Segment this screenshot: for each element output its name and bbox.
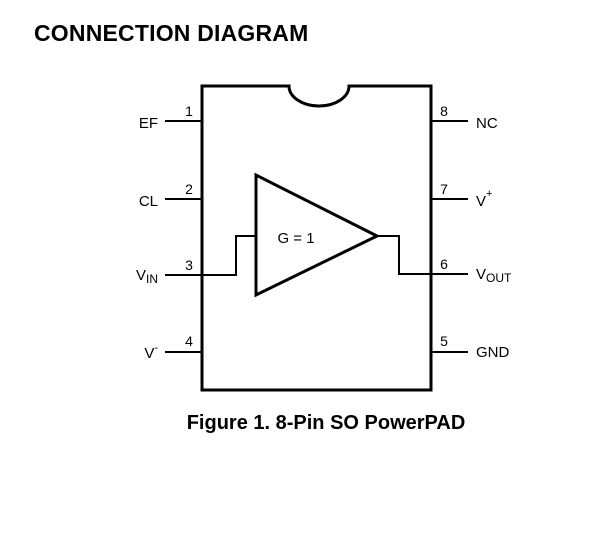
pin-4-name-main: V bbox=[144, 345, 154, 362]
pin-8-number: 8 bbox=[440, 103, 448, 119]
pin-2-name: CL bbox=[139, 193, 158, 210]
pin-4-number: 4 bbox=[185, 333, 193, 349]
amplifier-gain-label: G = 1 bbox=[277, 230, 314, 247]
pin-3-name: VIN bbox=[136, 267, 158, 286]
pin-7-name-sup: + bbox=[486, 188, 492, 200]
pin-7-name-main: V bbox=[476, 193, 486, 210]
pin-6-name-sub: OUT bbox=[486, 271, 512, 285]
input-wire bbox=[202, 235, 256, 276]
pin-6-number: 6 bbox=[440, 256, 448, 272]
pin-6-name: VOUT bbox=[476, 266, 512, 285]
pin-6-name-main: V bbox=[476, 266, 486, 283]
pin-3-number: 3 bbox=[185, 257, 193, 273]
pin-4-name: V- bbox=[144, 342, 158, 362]
pin-1-number: 1 bbox=[185, 103, 193, 119]
figure-caption: Figure 1. 8-Pin SO PowerPAD bbox=[186, 412, 466, 434]
pin-8-name: NC bbox=[476, 115, 498, 132]
pin-1-name: EF bbox=[139, 115, 158, 132]
amplifier-triangle bbox=[254, 172, 381, 298]
pin-7-name: V+ bbox=[476, 188, 492, 210]
pin-7-number: 7 bbox=[440, 181, 448, 197]
pin-5-number: 5 bbox=[440, 333, 448, 349]
output-wire bbox=[377, 235, 431, 275]
pin-3-name-sub: IN bbox=[146, 272, 158, 286]
pin-2-number: 2 bbox=[185, 181, 193, 197]
pin-3-name-main: V bbox=[136, 267, 146, 284]
diagram-heading: CONNECTION DIAGRAM bbox=[34, 20, 309, 46]
package-outline bbox=[200, 84, 433, 392]
pin-4-name-sup: - bbox=[154, 342, 158, 354]
pin-5-name: GND bbox=[476, 344, 510, 361]
